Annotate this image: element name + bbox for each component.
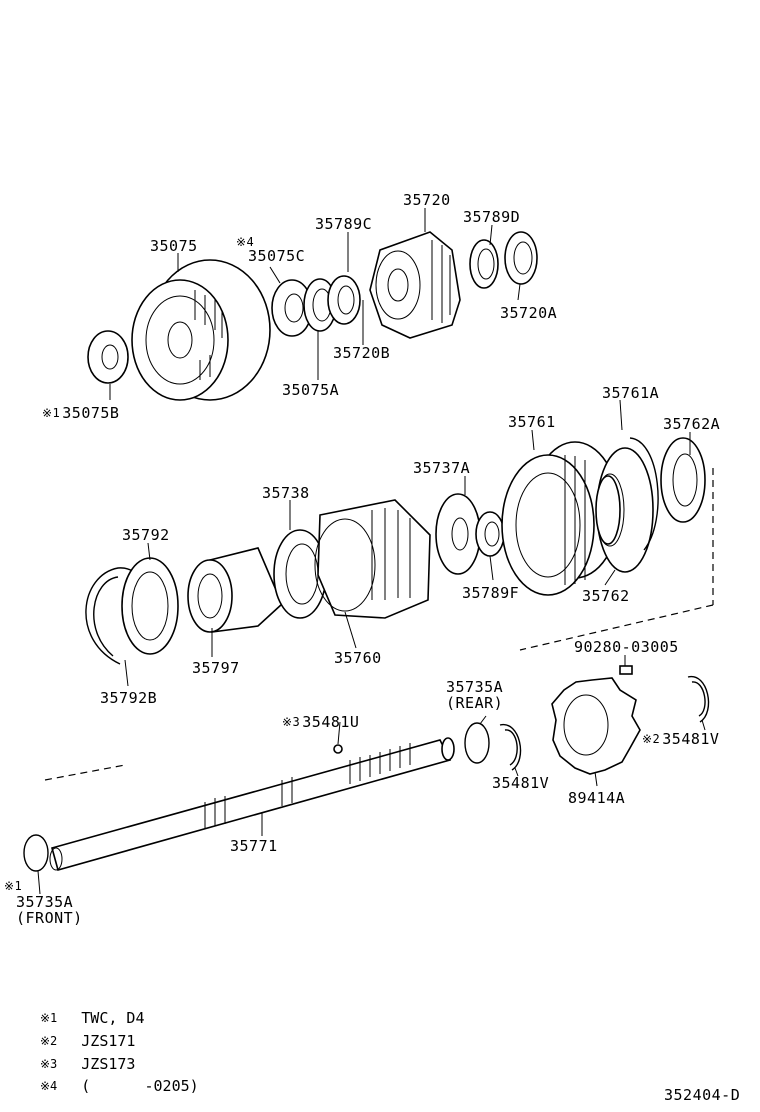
gear-35760 bbox=[314, 499, 431, 619]
ring-35735a-front bbox=[23, 834, 49, 872]
part-label-35075a: 35075A bbox=[282, 381, 340, 399]
front-note: (FRONT) bbox=[16, 909, 83, 927]
shaft-axis bbox=[44, 764, 126, 781]
ring-35735a-rear bbox=[464, 722, 490, 764]
part-label-35771: 35771 bbox=[230, 837, 278, 855]
part-label-35789f: 35789F bbox=[462, 584, 520, 602]
drum-35761 bbox=[501, 441, 620, 596]
part-label-35735a-rear: 35735A (REAR) bbox=[446, 678, 504, 712]
race-35789f bbox=[475, 511, 505, 557]
part-label-89414a: 89414A bbox=[568, 789, 626, 807]
bearing-35720a bbox=[504, 231, 538, 285]
part-label-35075c: ※4 35075C bbox=[236, 235, 306, 265]
part-label-35762a: 35762A bbox=[663, 415, 721, 433]
part-label-35762: 35762 bbox=[582, 587, 630, 605]
plate-35737a bbox=[435, 493, 481, 575]
diagram-id: 352404-D bbox=[664, 1086, 741, 1104]
part-label-35789d: 35789D bbox=[463, 208, 521, 226]
snap-ring-35481v-right bbox=[687, 676, 710, 723]
marker-3: ※3 bbox=[282, 715, 301, 729]
part-label-35737a: 35737A bbox=[413, 459, 471, 477]
part-label-35760: 35760 bbox=[334, 649, 382, 667]
marker-2: ※2 bbox=[642, 732, 661, 746]
leader-lines bbox=[37, 208, 706, 895]
part-label-35789c: 35789C bbox=[315, 215, 373, 233]
race-35789d bbox=[469, 239, 499, 289]
hub-35797 bbox=[187, 547, 283, 633]
part-label-35481v-mid: 35481V bbox=[492, 774, 550, 792]
shaft-35771 bbox=[49, 737, 455, 871]
part-label-35792b: 35792B bbox=[100, 689, 158, 707]
part-label-35720a: 35720A bbox=[500, 304, 558, 322]
part-label-90280-03005: 90280-03005 bbox=[574, 638, 679, 656]
marker-1: ※1 bbox=[42, 406, 61, 420]
rear-note: (REAR) bbox=[446, 694, 504, 712]
group-bracket bbox=[519, 468, 714, 651]
bearing-35762a bbox=[660, 437, 706, 523]
ball-35481u bbox=[333, 744, 343, 754]
part-label-35738: 35738 bbox=[262, 484, 310, 502]
part-label-35761: 35761 bbox=[508, 413, 556, 431]
key-90280 bbox=[619, 665, 633, 675]
washer-35075b bbox=[87, 330, 129, 384]
part-label-35720b: 35720B bbox=[333, 344, 391, 362]
part-label-35735a-front: ※1 35735A (FRONT) bbox=[4, 879, 83, 927]
footnote-4: ※4( -0205) bbox=[40, 1077, 199, 1095]
marker-4: ※4 bbox=[236, 235, 255, 249]
snap-ring-35481v-mid bbox=[499, 724, 522, 771]
drum-35075 bbox=[131, 259, 271, 401]
ring-35761a bbox=[629, 437, 659, 551]
gear-35720 bbox=[369, 231, 461, 339]
part-label-35797: 35797 bbox=[192, 659, 240, 677]
marker-1b: ※1 bbox=[4, 879, 23, 893]
washer-35075c bbox=[271, 279, 313, 337]
part-label-35792: 35792 bbox=[122, 526, 170, 544]
part-label-35761a: 35761A bbox=[602, 384, 660, 402]
race-35789c bbox=[327, 275, 361, 325]
part-label-35720: 35720 bbox=[403, 191, 451, 209]
gear-89414a bbox=[551, 677, 641, 775]
part-label-35075: 35075 bbox=[150, 237, 198, 255]
gear-35762 bbox=[595, 447, 654, 573]
bearing-35792 bbox=[121, 557, 179, 655]
